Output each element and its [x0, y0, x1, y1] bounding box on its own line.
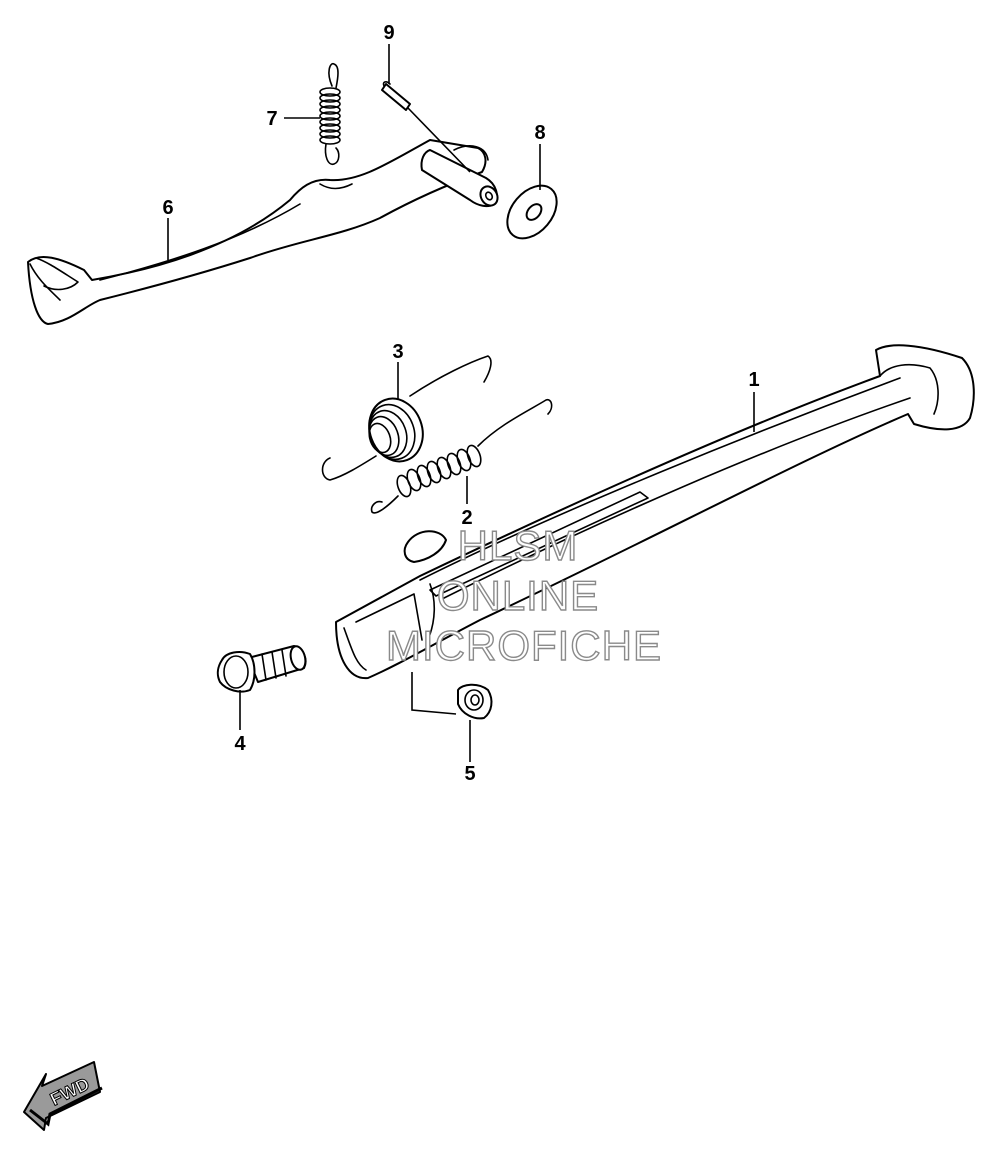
fwd-arrow-icon	[23, 1061, 101, 1131]
watermark-line-3: MICROFICHE	[386, 622, 662, 669]
part-2-coils	[396, 444, 482, 498]
callout-7: 7	[266, 108, 277, 130]
part-5-nut[interactable]	[457, 683, 493, 720]
fwd-direction-badge: FWD	[23, 1061, 103, 1131]
callout-4: 4	[234, 733, 246, 755]
watermark: HLSM ONLINE MICROFICHE	[385, 521, 662, 669]
watermark-line-1: HLSM	[458, 522, 579, 569]
part-7-coils	[319, 87, 341, 145]
part-9-pin[interactable]	[381, 81, 411, 111]
callout-8: 8	[534, 122, 545, 144]
part-3-spring[interactable]	[321, 355, 492, 481]
part-3-coils	[368, 397, 424, 463]
callout-6: 6	[162, 197, 173, 219]
callout-5: 5	[464, 763, 475, 785]
watermark-line-2: ONLINE	[437, 572, 599, 619]
part-2-spring[interactable]	[370, 398, 553, 514]
callout-leaders	[167, 44, 755, 762]
part-6-lever-arm[interactable]	[27, 139, 501, 325]
callout-3: 3	[392, 341, 403, 363]
callout-2: 2	[461, 507, 472, 529]
part-8-washer[interactable]	[497, 176, 566, 248]
part-4-bolt[interactable]	[216, 645, 308, 693]
callout-9: 9	[383, 22, 394, 44]
part-1-side-stand[interactable]	[335, 344, 975, 680]
callout-1: 1	[748, 369, 759, 391]
part-7-spring[interactable]	[319, 62, 341, 166]
